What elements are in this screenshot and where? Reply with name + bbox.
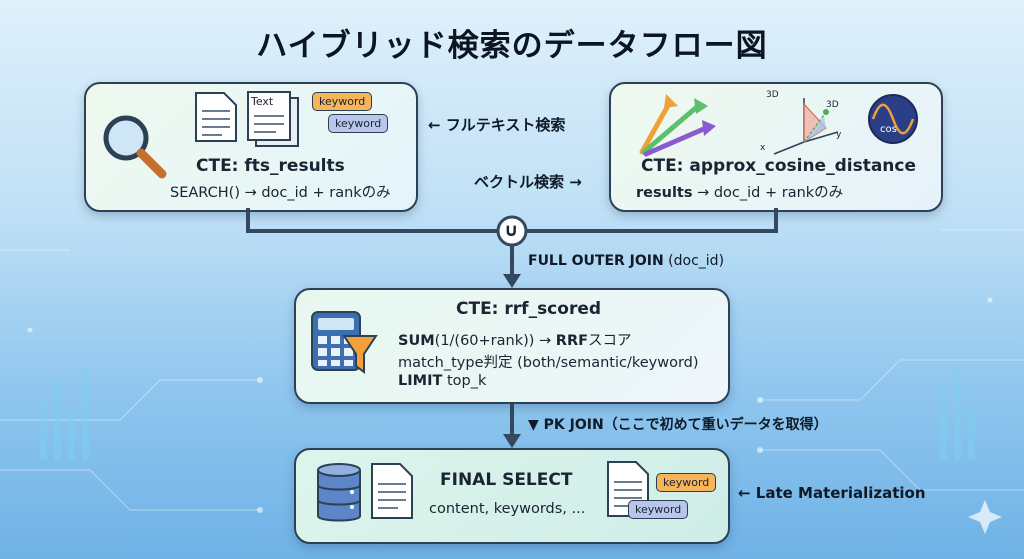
document-icon (195, 92, 237, 142)
axis-3d-label: 3D (826, 100, 839, 110)
fts-heading: CTE: fts_results (196, 156, 345, 176)
document-icon (371, 463, 413, 519)
rrf-line-match-type: match_type判定 (both/semantic/keyword) (398, 355, 699, 371)
text-documents-icon (247, 91, 299, 147)
funnel-icon (342, 335, 378, 374)
keyword-chip: keyword (312, 92, 373, 111)
text-doc-label: Text (251, 95, 274, 108)
rrf-limit-bold: LIMIT (398, 373, 443, 389)
keyword-chip: keyword (328, 114, 389, 133)
vector-description-rest: → doc_id + rankのみ (692, 185, 844, 201)
final-columns: content, keywords, ... (429, 501, 586, 517)
union-symbol: ∪ (504, 220, 519, 241)
cos-label: cos (880, 124, 897, 135)
vector-annotation: ベクトル検索 → (474, 173, 582, 191)
late-materialization-annotation: ← Late Materialization (738, 484, 926, 502)
final-select-box (294, 448, 730, 544)
fts-description: SEARCH() → doc_id + rankのみ (170, 185, 391, 201)
vector-description: results → doc_id + rankのみ (636, 181, 843, 202)
rrf-heading: CTE: rrf_scored (456, 299, 602, 319)
vector-heading: CTE: approx_cosine_distance (641, 156, 916, 176)
axis-x-label: x (760, 143, 766, 153)
final-heading: FINAL SELECT (440, 470, 573, 490)
calculator-icon (311, 311, 361, 371)
full-outer-join-rest: (doc_id) (663, 253, 725, 269)
axis-3d-label: 3D (766, 90, 779, 100)
full-outer-join-bold: FULL OUTER JOIN (528, 253, 664, 269)
3d-axis-icon (773, 98, 839, 155)
vectors-icon (639, 94, 716, 157)
rrf-line-sum: SUM(1/(60+rank)) → RRFスコア (398, 329, 632, 350)
rrf-sum-bold: SUM (398, 333, 435, 349)
rrf-line-limit: LIMIT top_k (398, 373, 486, 389)
fulltext-annotation: ← フルテキスト検索 (428, 116, 566, 134)
rrf-score-text: スコア (588, 333, 632, 349)
full-outer-join-label: FULL OUTER JOIN (doc_id) (528, 253, 724, 269)
pk-join-label: ▼ PK JOIN（ここで初めて重いデータを取得） (528, 417, 828, 433)
rrf-rrf-bold: RRF (555, 333, 589, 349)
axis-y-label: y (836, 130, 842, 140)
rrf-sum-mid: (1/(60+rank)) → (434, 333, 556, 349)
keyword-chip: keyword (628, 500, 689, 519)
database-icon (317, 463, 361, 522)
cosine-icon (868, 94, 918, 144)
magnifier-icon (103, 115, 167, 179)
vector-description-bold: results (636, 185, 693, 201)
rrf-limit-rest: top_k (442, 373, 487, 389)
keyword-chip: keyword (656, 473, 717, 492)
page-title: ハイブリッド検索のデータフロー図 (256, 28, 768, 64)
